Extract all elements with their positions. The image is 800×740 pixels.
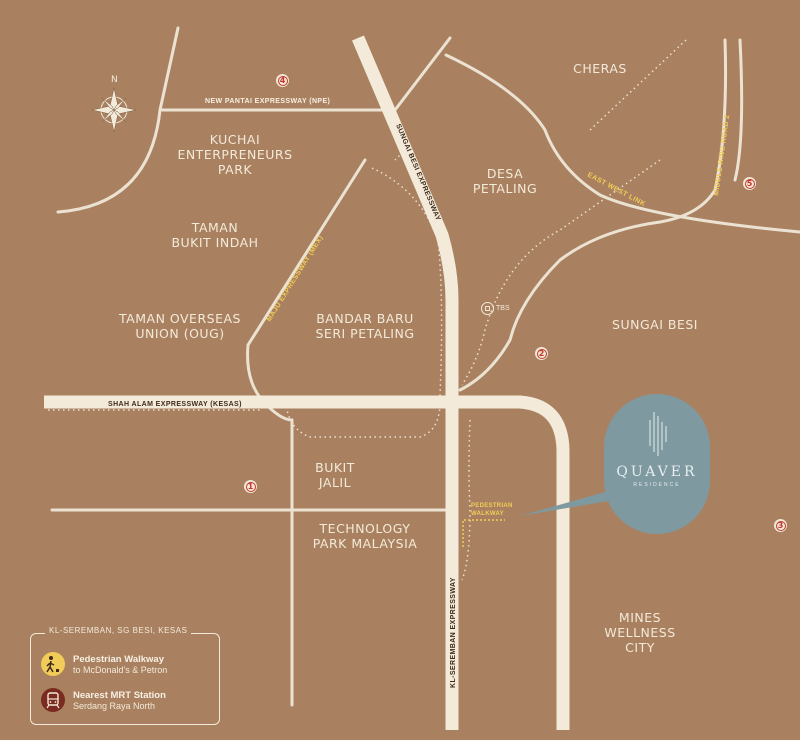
legend-mrt-title: Nearest MRT Station [73, 689, 166, 701]
tbs-label: TBS [496, 305, 510, 312]
road-mrr2 [458, 38, 728, 392]
road-kuchai-loop [56, 26, 180, 214]
quaver-name: QUAVER [616, 464, 698, 480]
train-icon [41, 688, 65, 712]
quaver-residence-marker[interactable]: QUAVER RESIDENCE [604, 394, 710, 534]
area-bukit-jalil: BUKIT JALIL [315, 460, 355, 490]
area-desa-petaling: DESA PETALING [472, 166, 538, 196]
legend-item-mrt: Nearest MRT Station Serdang Raya North [41, 688, 166, 712]
poi-marker-2[interactable]: 2 [535, 347, 548, 360]
label-npe: NEW PANTAI EXPRESSWAY (NPE) [205, 98, 330, 105]
legend-box: KL-SEREMBAN, SG BESI, KESAS Pedestrian W… [30, 626, 220, 725]
road-east-east [733, 38, 744, 182]
pedestrian-icon [41, 652, 65, 676]
legend-title: KL-SEREMBAN, SG BESI, KESAS [45, 626, 192, 635]
tbs-station[interactable]: TBS [481, 302, 510, 315]
area-sungai-besi: SUNGAI BESI [612, 317, 698, 332]
compass-rose-icon: N [91, 75, 137, 133]
poi-marker-5[interactable]: 5 [743, 177, 756, 190]
label-kl-seremban: KL-SEREMBAN EXPRESSWAY [450, 577, 457, 688]
area-bandar-baru: BANDAR BARU SERI PETALING [315, 311, 415, 341]
sungai-besi-expressway [352, 35, 459, 398]
road-desa-cheras [444, 53, 800, 234]
svg-text:N: N [111, 75, 118, 85]
area-taman-overseas: TAMAN OVERSEAS UNION (OUG) [119, 311, 241, 341]
pedestrian-walkway-path [462, 519, 505, 547]
legend-pedestrian-desc: to McDonald's & Petron [73, 664, 168, 675]
poi-marker-3[interactable]: 3 [774, 519, 787, 532]
area-mines-wellness: MINES WELLNESS CITY [604, 610, 676, 655]
pedestrian-walkway-label: PEDESTRIAN WALKWAY [471, 503, 513, 517]
kesas-expressway [44, 395, 570, 730]
legend-item-pedestrian: Pedestrian Walkway to McDonald's & Petro… [41, 652, 167, 676]
legend-pedestrian-title: Pedestrian Walkway [73, 653, 164, 665]
poi-marker-1[interactable]: 1 [244, 480, 257, 493]
area-technology-park: TECHNOLOGY PARK MALAYSIA [312, 521, 418, 551]
quaver-logo-icon [649, 412, 667, 456]
area-cheras: CHERAS [573, 61, 627, 76]
quaver-subtitle: RESIDENCE [633, 482, 681, 488]
legend-mrt-desc: Serdang Raya North [73, 700, 156, 711]
bus-icon [481, 302, 494, 315]
label-kesas: SHAH ALAM EXPRESSWAY (KESAS) [108, 401, 242, 408]
poi-marker-4[interactable]: 4 [276, 74, 289, 87]
area-kuchai: KUCHAI ENTERPRENEURS PARK [177, 132, 293, 177]
area-taman-bukit-indah: TAMAN BUKIT INDAH [171, 220, 259, 250]
